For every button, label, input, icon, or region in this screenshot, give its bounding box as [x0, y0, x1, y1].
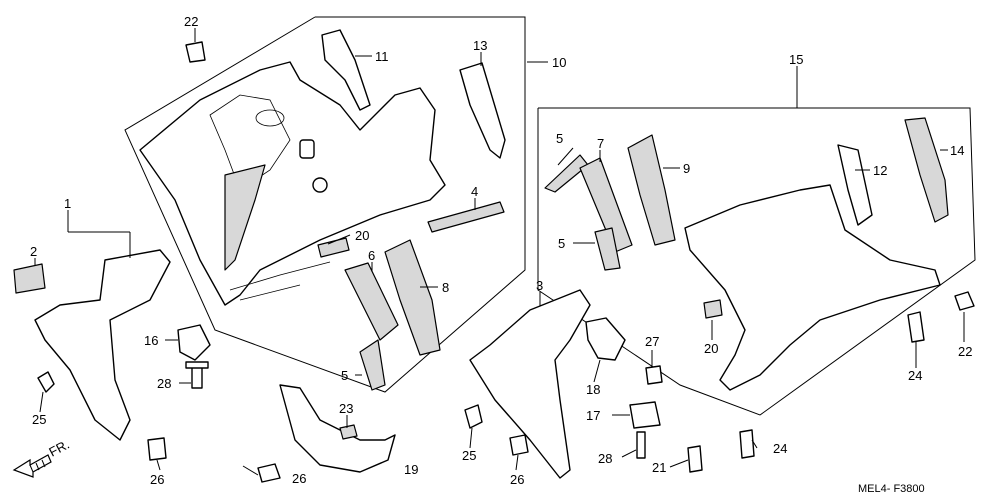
screw-25-center-part: [464, 404, 483, 429]
cover-12-part: [837, 144, 873, 226]
callout-27: 27: [645, 334, 659, 349]
bolt-21-part: [687, 445, 703, 473]
screw-24-right-part: [907, 311, 925, 343]
callout-5-right-bottom: 5: [558, 236, 565, 251]
callout-25-left: 25: [32, 412, 46, 427]
screw-24-bottom-part: [739, 429, 755, 459]
seal-8-part: [384, 239, 441, 356]
callout-1: 1: [64, 196, 71, 211]
callout-18: 18: [586, 382, 600, 397]
nut-26-center-part: [257, 463, 281, 483]
callout-17: 17: [586, 408, 600, 423]
nut-26-left-part: [147, 437, 167, 461]
seal-6-part: [344, 262, 399, 341]
callout-13: 13: [473, 38, 487, 53]
callout-24-bottom: 24: [773, 441, 787, 456]
callout-28-left: 28: [157, 376, 171, 391]
seal-5-right-top-part: [544, 154, 589, 193]
callout-7: 7: [597, 136, 604, 151]
bracket-18-part: [585, 317, 626, 361]
callout-2: 2: [30, 244, 37, 259]
bolt-27-part: [645, 365, 663, 385]
callout-11: 11: [375, 49, 389, 64]
callout-22-right: 22: [958, 344, 972, 359]
pad-20-right-part: [703, 299, 723, 319]
callout-26-left: 26: [150, 472, 164, 487]
callout-25-center: 25: [462, 448, 476, 463]
cover-14-part: [904, 117, 949, 223]
callout-3: 3: [536, 278, 543, 293]
callout-28-center: 28: [598, 451, 612, 466]
callout-16: 16: [144, 333, 158, 348]
callout-15: 15: [789, 52, 803, 67]
front-arrow-icon: [12, 454, 52, 478]
seal-9-part: [627, 134, 676, 246]
cover-11-part: [321, 29, 371, 111]
screw-25-left-part: [37, 371, 55, 393]
callout-20-right: 20: [704, 341, 718, 356]
diagram-code: MEL4- F3800: [858, 483, 925, 495]
callout-9: 9: [683, 161, 690, 176]
group-outline-10: [124, 16, 526, 393]
callout-8: 8: [442, 280, 449, 295]
bolt-28-left-part: [185, 361, 209, 389]
cover-19-part: [279, 384, 396, 473]
leader-lines: [34, 28, 965, 476]
nut-26-right-part: [509, 434, 529, 456]
screw-22-right-part: [954, 291, 975, 311]
under-cowl-left-part: [139, 61, 446, 306]
callout-21: 21: [652, 460, 666, 475]
under-cowl-right-part: [684, 184, 941, 391]
front-indicator-label: FR.: [46, 437, 72, 460]
clip-23-part: [339, 424, 358, 440]
callout-12: 12: [873, 163, 887, 178]
inner-panel-1-part: [34, 249, 171, 441]
callout-5-right-top: 5: [556, 131, 563, 146]
callout-6: 6: [368, 248, 375, 263]
callout-23: 23: [339, 401, 353, 416]
callout-22-top: 22: [184, 14, 198, 29]
pad-2-part: [13, 263, 46, 294]
group-outline-15: [537, 107, 976, 416]
seal-7-part: [579, 157, 633, 253]
callout-20-left: 20: [355, 228, 369, 243]
clip-17-part: [629, 401, 661, 429]
callout-5-left: 5: [341, 368, 348, 383]
strip-4-part: [427, 201, 505, 233]
seal-5-right-bottom-part: [594, 227, 621, 271]
inner-panel-3-part: [469, 289, 591, 479]
callout-19: 19: [404, 462, 418, 477]
callout-24-right: 24: [908, 368, 922, 383]
callout-14: 14: [950, 143, 964, 158]
seal-5-left-part: [359, 339, 386, 391]
callout-10: 10: [552, 55, 566, 70]
pad-20-left-part: [317, 237, 350, 258]
bolt-28-center-part: [636, 431, 646, 459]
callout-26-center: 26: [292, 471, 306, 486]
callout-4: 4: [471, 184, 478, 199]
clip-16-part: [177, 324, 211, 361]
screw-22-top-part: [185, 41, 206, 63]
callout-26-right: 26: [510, 472, 524, 487]
cover-13-part: [459, 62, 506, 159]
